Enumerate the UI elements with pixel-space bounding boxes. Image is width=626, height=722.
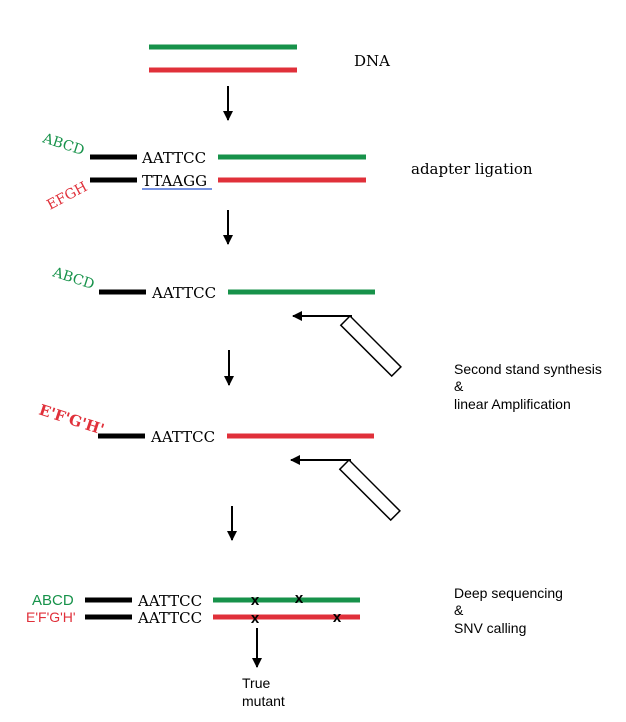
x-mark-icon-4: x bbox=[333, 609, 342, 626]
adapter-abcd-label-5: ABCD bbox=[32, 592, 74, 609]
step-dna: DNA bbox=[149, 44, 390, 73]
primer-bar-icon-4 bbox=[338, 458, 401, 522]
adapter-abcd-label-2: ABCD bbox=[50, 264, 96, 293]
sequencing-label-line2: & bbox=[454, 602, 464, 618]
primer-bar-icon-3 bbox=[339, 314, 402, 378]
seq-3: AATTCC bbox=[151, 284, 216, 302]
seq-5-top: AATTCC bbox=[137, 592, 202, 610]
sequencing-label-line3: SNV calling bbox=[454, 620, 526, 636]
synthesis-label-line3: linear Amplification bbox=[454, 396, 571, 412]
adapter-efgh-prime-label: E'F'G'H' bbox=[37, 401, 107, 439]
true-mutant-line2: mutant bbox=[242, 693, 285, 709]
synthesis-label-line1: Second stand synthesis bbox=[454, 361, 602, 377]
step-adapter-ligation: ABCD AATTCC EFGH TTAAGG adapter ligation bbox=[40, 130, 533, 213]
seq-5-bottom: AATTCC bbox=[137, 609, 202, 627]
adapter-abcd-label: ABCD bbox=[40, 130, 86, 159]
x-mark-icon-2: x bbox=[295, 590, 304, 607]
seq-top: AATTCC bbox=[141, 149, 206, 167]
synthesis-label-line2: & bbox=[454, 378, 464, 394]
dna-label: DNA bbox=[354, 52, 390, 70]
adapter-efgh-prime-label-5: E'F'G'H' bbox=[26, 609, 76, 625]
step-synthesis-red: E'F'G'H' AATTCC Second stand synthesis &… bbox=[37, 361, 602, 522]
x-mark-icon-3: x bbox=[251, 610, 260, 627]
seq-4: AATTCC bbox=[150, 428, 215, 446]
step-synthesis-green: ABCD AATTCC bbox=[50, 264, 402, 378]
sequencing-label-line1: Deep sequencing bbox=[454, 585, 563, 601]
x-mark-icon-1: x bbox=[251, 592, 260, 609]
step-deep-sequencing: ABCD AATTCC E'F'G'H' AATTCC x x x x True… bbox=[26, 585, 563, 709]
true-mutant-line1: True bbox=[242, 675, 270, 691]
adapter-efgh-label: EFGH bbox=[44, 179, 90, 213]
adapter-ligation-label: adapter ligation bbox=[411, 160, 533, 178]
seq-bottom: TTAAGG bbox=[142, 172, 207, 190]
